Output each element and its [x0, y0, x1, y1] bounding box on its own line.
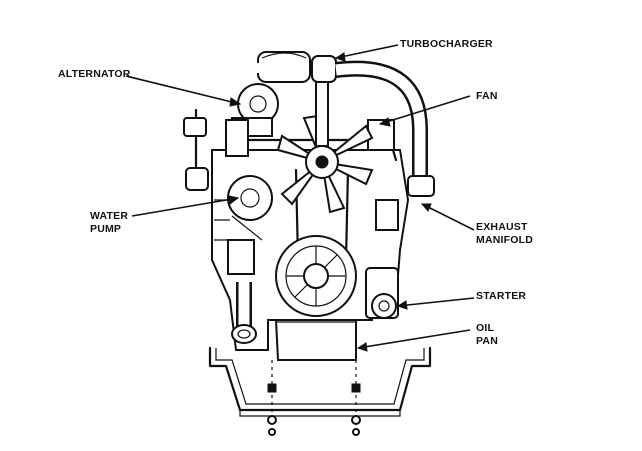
label-alternator: ALTERNATOR [58, 68, 131, 80]
oil-pan-part [274, 319, 357, 361]
lower-left-pipe [231, 282, 257, 344]
fan-part [276, 81, 374, 214]
mount-bolts [267, 360, 361, 436]
label-exhaust: EXHAUST [476, 221, 528, 233]
crank-pulley [275, 235, 357, 317]
label-pump: PUMP [90, 223, 122, 235]
starter-part [365, 267, 399, 319]
label-turbocharger: TURBOCHARGER [400, 38, 493, 50]
label-fan: FAN [476, 90, 498, 102]
arrowheads [228, 52, 432, 352]
crossover-pipe [335, 60, 435, 197]
intake-pipe [183, 62, 263, 192]
water-pump-part [227, 175, 273, 241]
mounting-bracket [208, 346, 432, 417]
label-oil: OIL [476, 322, 495, 334]
leader-lines [125, 44, 475, 349]
label-pan: PAN [476, 335, 498, 347]
label-starter: STARTER [476, 290, 527, 302]
label-manifold: MANIFOLD [476, 234, 534, 246]
label-water: WATER [90, 210, 129, 222]
turbocharger-part [257, 51, 337, 83]
